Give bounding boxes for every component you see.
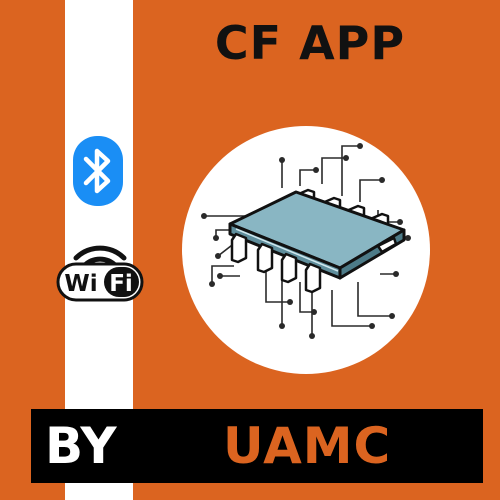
footer-bar: BY UAMC — [31, 409, 483, 483]
wifi-text-wi: Wi — [64, 271, 97, 297]
microchip-icon — [201, 143, 411, 339]
wifi-icon: Wi Fi — [56, 245, 144, 302]
brand-label: UAMC — [223, 417, 392, 475]
page-title: CF APP — [214, 16, 406, 70]
by-label: BY — [45, 417, 117, 475]
bluetooth-icon — [73, 136, 123, 206]
wifi-text-fi: Fi — [109, 271, 133, 297]
chip-circle — [182, 126, 430, 374]
